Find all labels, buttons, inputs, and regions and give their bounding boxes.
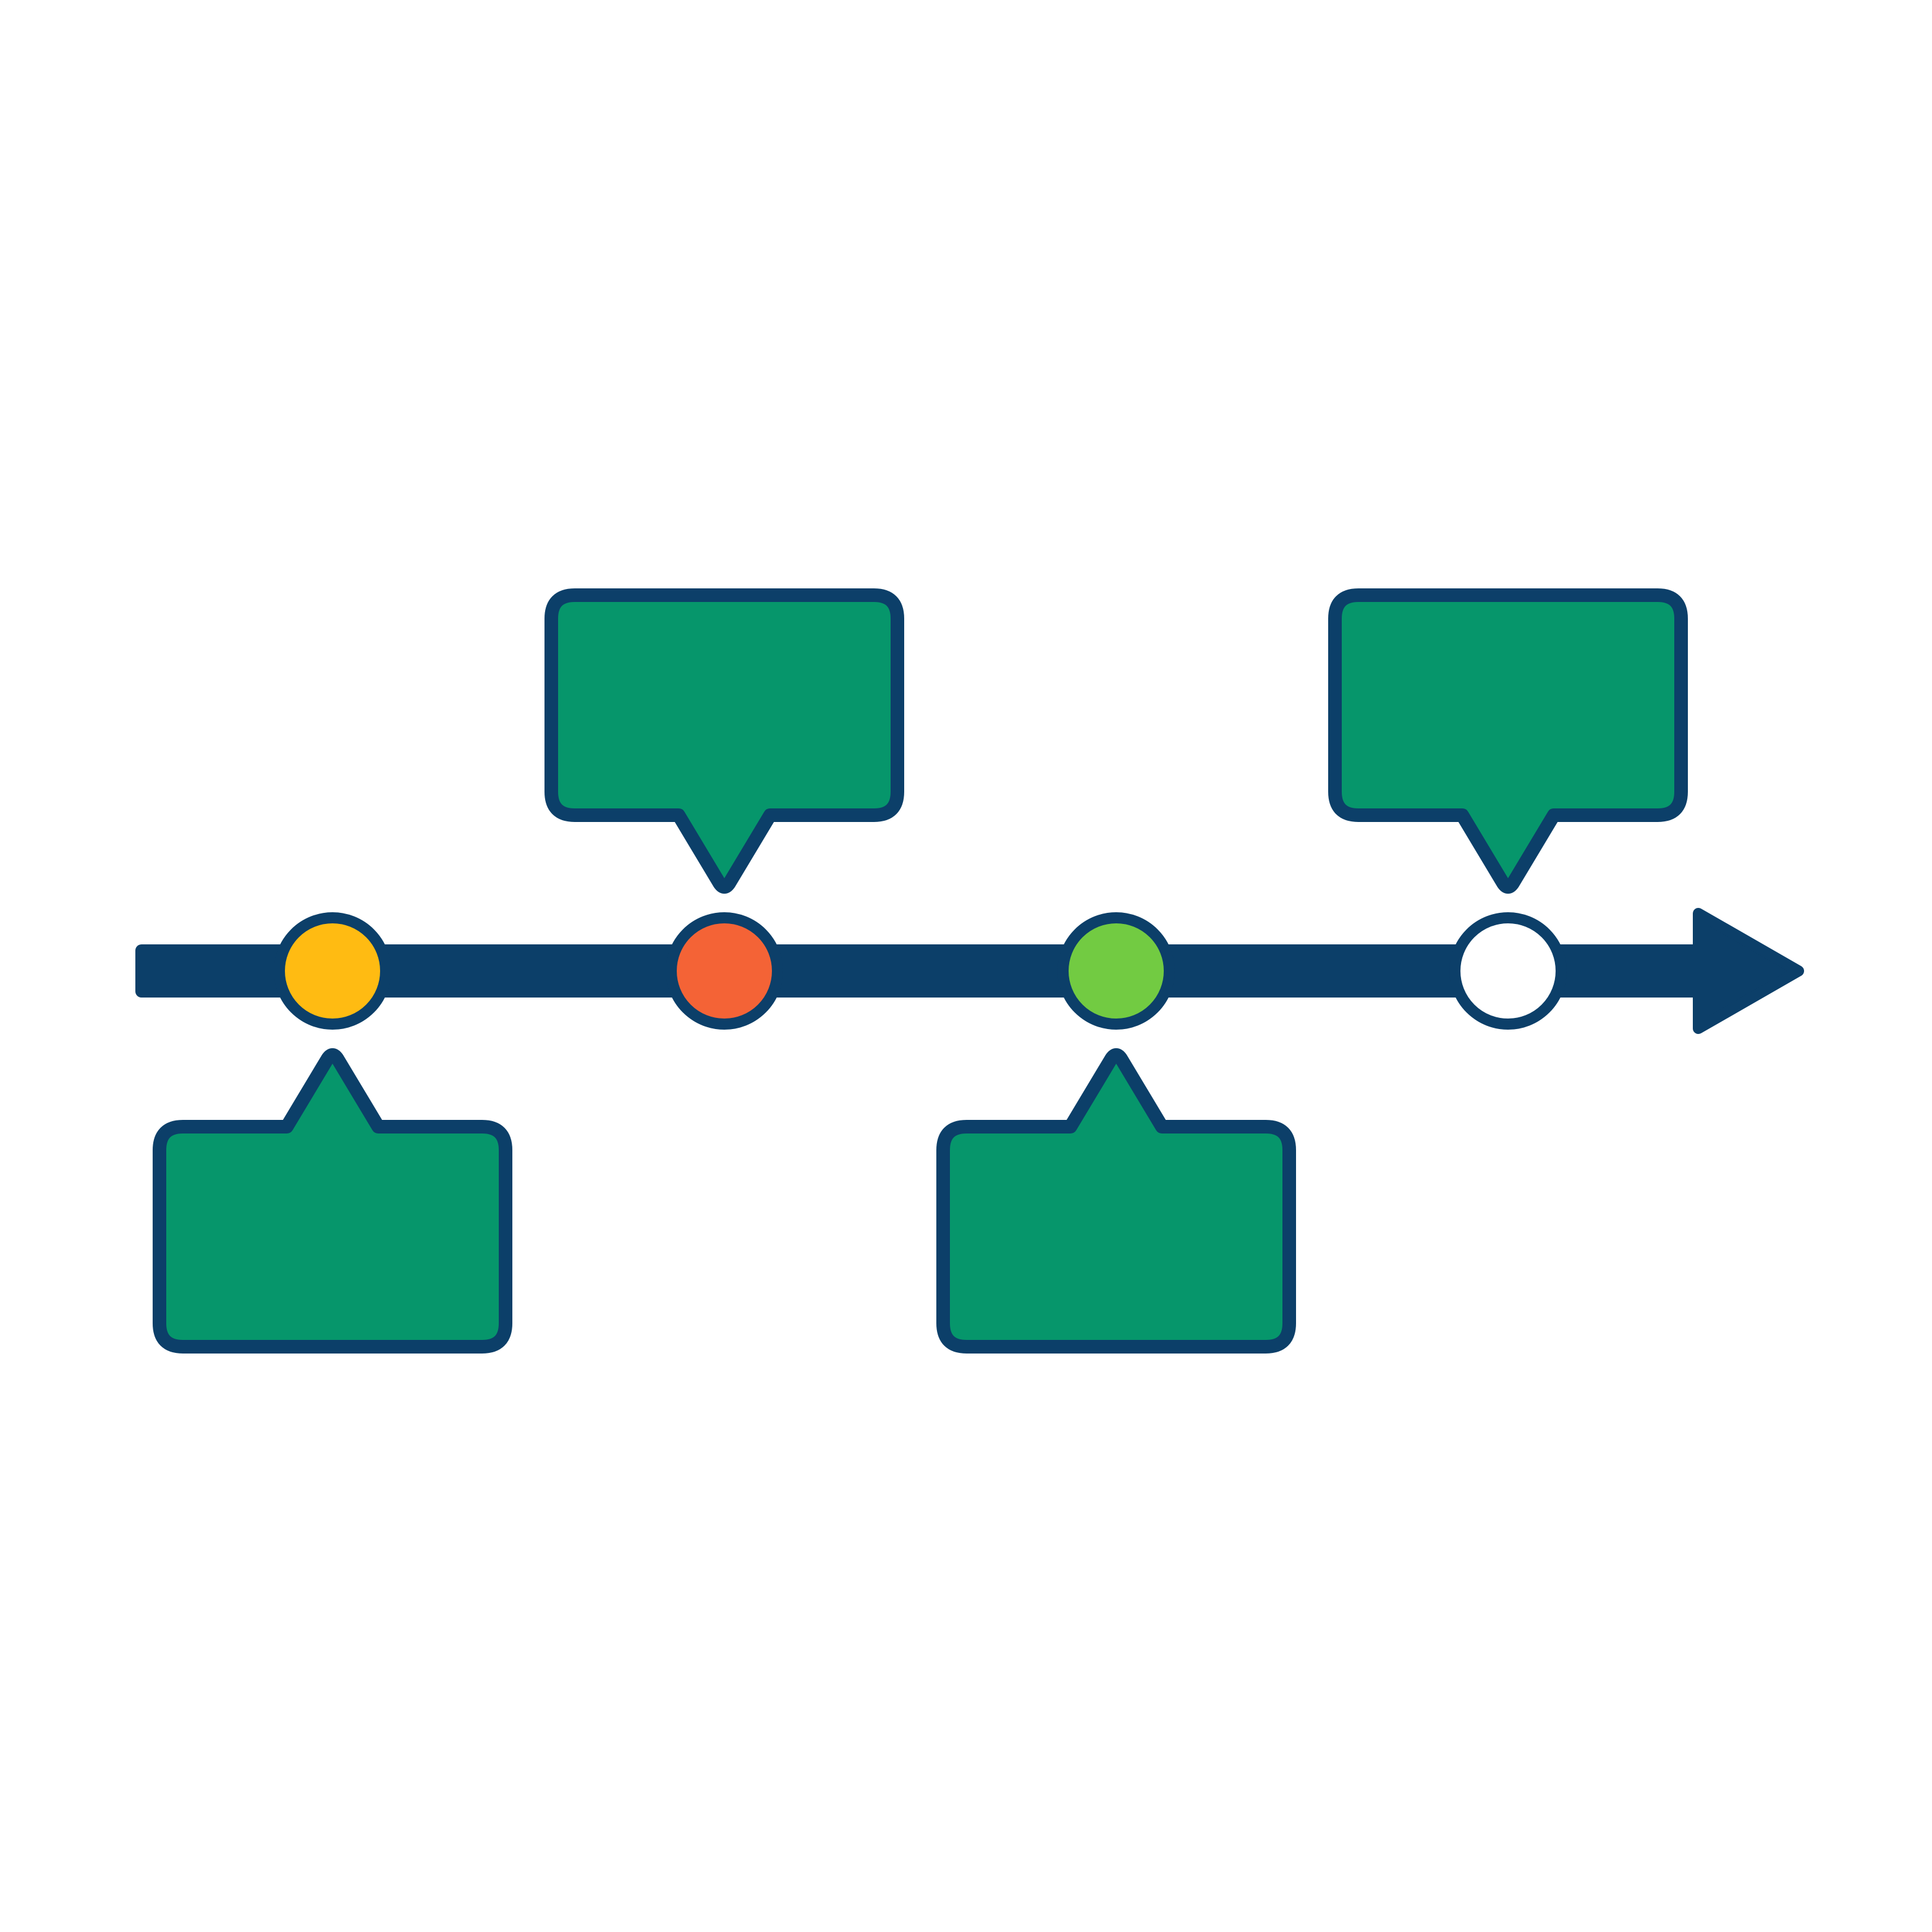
callout-box-m1	[153, 1048, 512, 1354]
milestone-dot-m3	[1057, 912, 1175, 1030]
callout-group	[153, 588, 1688, 1354]
callout-box-m4	[1328, 588, 1688, 894]
arrow-head-right-icon	[1693, 908, 1804, 1034]
milestone-dot-m1	[274, 912, 391, 1030]
milestone-dot-m4	[1449, 912, 1567, 1030]
milestone-dots	[274, 912, 1567, 1030]
milestone-dot-m2	[666, 912, 783, 1030]
callout-box-m2	[544, 588, 904, 894]
callout-box-m3	[936, 1048, 1296, 1354]
timeline-axis	[135, 944, 1705, 998]
